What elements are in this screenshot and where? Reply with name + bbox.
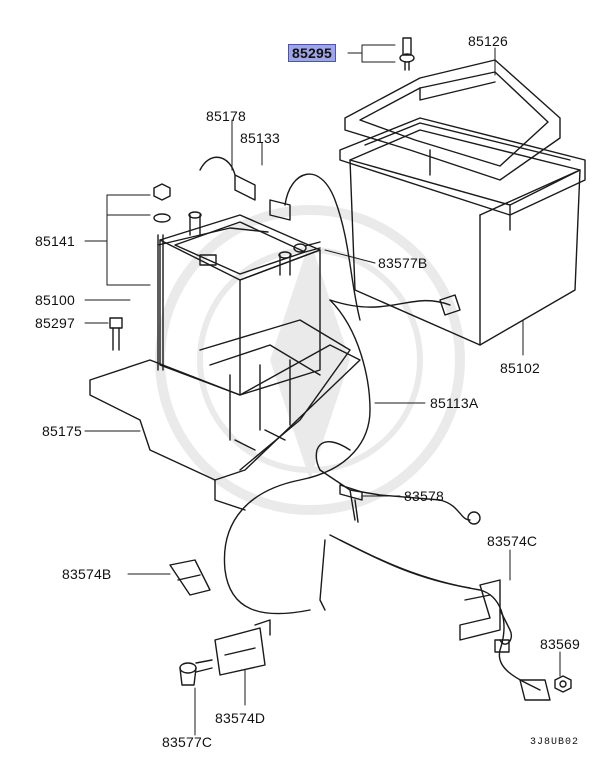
bracket-83574C xyxy=(459,579,501,641)
battery-tray-box xyxy=(339,117,586,346)
label-83577B[interactable]: 83577B xyxy=(378,255,428,271)
nut-83569 xyxy=(554,675,572,693)
label-83574B[interactable]: 83574B xyxy=(62,566,112,582)
hold-down-rod xyxy=(153,183,269,371)
clip-85178 xyxy=(234,174,256,201)
label-85178[interactable]: 85178 xyxy=(206,108,246,124)
bracket-83574B xyxy=(169,559,211,596)
battery-cover xyxy=(344,59,561,181)
label-83569[interactable]: 83569 xyxy=(540,636,580,652)
battery-bracket xyxy=(89,319,361,511)
cable-85133 xyxy=(284,173,361,321)
label-83574D[interactable]: 83574D xyxy=(215,710,266,726)
bracket-83574D xyxy=(214,627,266,676)
leader-lines xyxy=(84,44,561,736)
label-85295[interactable]: 85295 xyxy=(288,44,336,62)
label-85113A[interactable]: 85113A xyxy=(430,395,479,411)
cable-83578 xyxy=(315,441,356,521)
bolt-85297 xyxy=(109,317,123,351)
label-85102[interactable]: 85102 xyxy=(500,360,540,376)
label-85141[interactable]: 85141 xyxy=(35,233,75,249)
label-85297[interactable]: 85297 xyxy=(35,315,75,331)
label-85126[interactable]: 85126 xyxy=(468,33,508,49)
diagram-code: 3J8UB02 xyxy=(530,737,580,748)
label-83577C[interactable]: 83577C xyxy=(162,734,213,750)
label-85100[interactable]: 85100 xyxy=(35,292,75,308)
screw-85295 xyxy=(399,37,415,71)
label-85133[interactable]: 85133 xyxy=(240,130,280,146)
cable-85113A xyxy=(223,299,371,615)
bolt-83577C xyxy=(179,659,213,686)
label-83578[interactable]: 83578 xyxy=(404,488,444,504)
label-85175[interactable]: 85175 xyxy=(42,423,82,439)
label-83574C[interactable]: 83574C xyxy=(487,533,538,549)
bolt-83577B xyxy=(293,241,321,253)
